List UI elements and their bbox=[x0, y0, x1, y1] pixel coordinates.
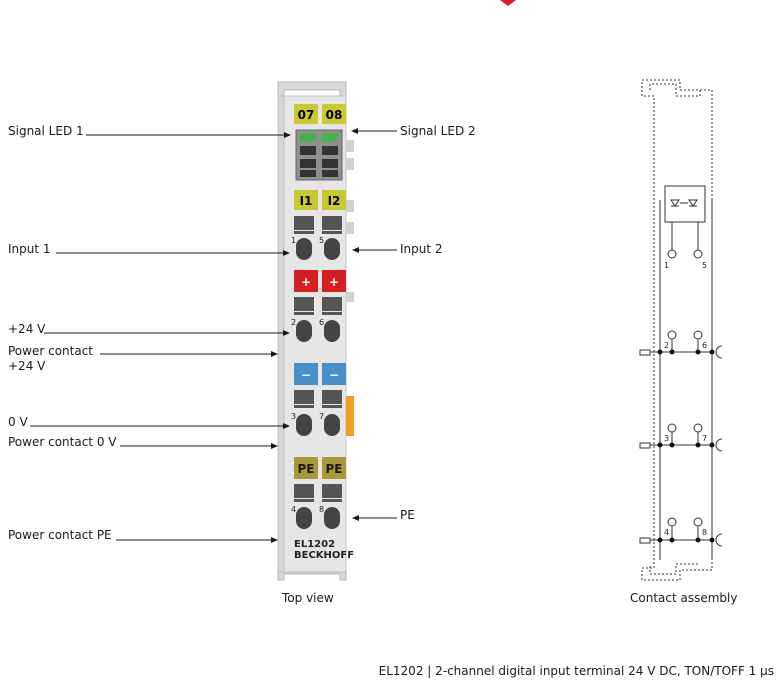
model-label: EL1202 bbox=[294, 539, 335, 550]
right-rail-ribs bbox=[346, 140, 354, 436]
callout-power-contact-0v: Power contact 0 V bbox=[8, 435, 117, 449]
plus-label-2: + bbox=[329, 275, 339, 289]
callout-plus-24v: +24 V bbox=[8, 322, 46, 336]
svg-text:3: 3 bbox=[291, 412, 296, 421]
signal-led-2 bbox=[322, 133, 338, 142]
schematic-housing-outline bbox=[641, 79, 713, 581]
svg-text:6: 6 bbox=[702, 341, 707, 350]
led-label-08: 08 bbox=[326, 108, 343, 122]
brand-logo: BECKHOFF bbox=[294, 550, 354, 561]
zero-v-contacts: 3 7 bbox=[291, 390, 342, 436]
svg-text:2: 2 bbox=[291, 318, 296, 327]
svg-text:3: 3 bbox=[664, 434, 669, 443]
callout-input-1: Input 1 bbox=[8, 242, 51, 256]
terminal-bottom-clip bbox=[277, 571, 347, 581]
callout-lines bbox=[30, 128, 397, 543]
caption-top-view: Top view bbox=[282, 591, 334, 605]
svg-text:4: 4 bbox=[664, 528, 669, 537]
led-label-07: 07 bbox=[298, 108, 315, 122]
callout-power-contact-24v-line2: +24 V bbox=[8, 359, 46, 373]
minus-label-1: − bbox=[301, 368, 311, 382]
svg-text:8: 8 bbox=[702, 528, 707, 537]
schematic-pin-numbers: 1 5 2 6 3 7 4 8 bbox=[664, 261, 707, 537]
input-contacts: 1 5 bbox=[291, 216, 342, 260]
callout-power-contact-24v: Power contact bbox=[8, 344, 94, 358]
callout-signal-led-2: Signal LED 2 bbox=[400, 124, 476, 138]
callout-zero-v: 0 V bbox=[8, 415, 28, 429]
plus-label-1: + bbox=[301, 275, 311, 289]
callout-pe: PE bbox=[400, 508, 415, 522]
svg-text:1: 1 bbox=[291, 236, 296, 245]
svg-text:5: 5 bbox=[319, 236, 324, 245]
pe-contacts: 4 8 bbox=[291, 484, 342, 529]
pe-label-2: PE bbox=[326, 462, 343, 476]
svg-text:5: 5 bbox=[702, 261, 707, 270]
terminal-top-clip bbox=[277, 81, 347, 97]
pe-label-1: PE bbox=[298, 462, 315, 476]
minus-label-2: − bbox=[329, 368, 339, 382]
svg-text:8: 8 bbox=[319, 505, 324, 514]
input-label-i1: I1 bbox=[300, 194, 313, 208]
callout-signal-led-1: Signal LED 1 bbox=[8, 124, 84, 138]
input-label-i2: I2 bbox=[328, 194, 341, 208]
svg-text:4: 4 bbox=[291, 505, 296, 514]
svg-text:7: 7 bbox=[702, 434, 707, 443]
caption-contact-assembly: Contact assembly bbox=[630, 591, 738, 605]
schematic-junction-dots bbox=[657, 349, 715, 543]
svg-text:1: 1 bbox=[664, 261, 669, 270]
optocoupler-box bbox=[664, 185, 706, 223]
svg-text:6: 6 bbox=[319, 318, 324, 327]
svg-text:2: 2 bbox=[664, 341, 669, 350]
top-marker-icon bbox=[500, 0, 516, 6]
svg-text:7: 7 bbox=[319, 412, 324, 421]
signal-led-1 bbox=[300, 133, 316, 142]
callout-power-contact-pe: Power contact PE bbox=[8, 528, 112, 542]
contact-assembly-schematic bbox=[639, 79, 723, 581]
terminal-top-view: 07 08 I1 I2 1 5 + + bbox=[277, 81, 354, 581]
footer-caption: EL1202 | 2-channel digital input termina… bbox=[378, 664, 774, 678]
plus24-contacts: 2 6 bbox=[291, 297, 342, 342]
callout-input-2: Input 2 bbox=[400, 242, 443, 256]
